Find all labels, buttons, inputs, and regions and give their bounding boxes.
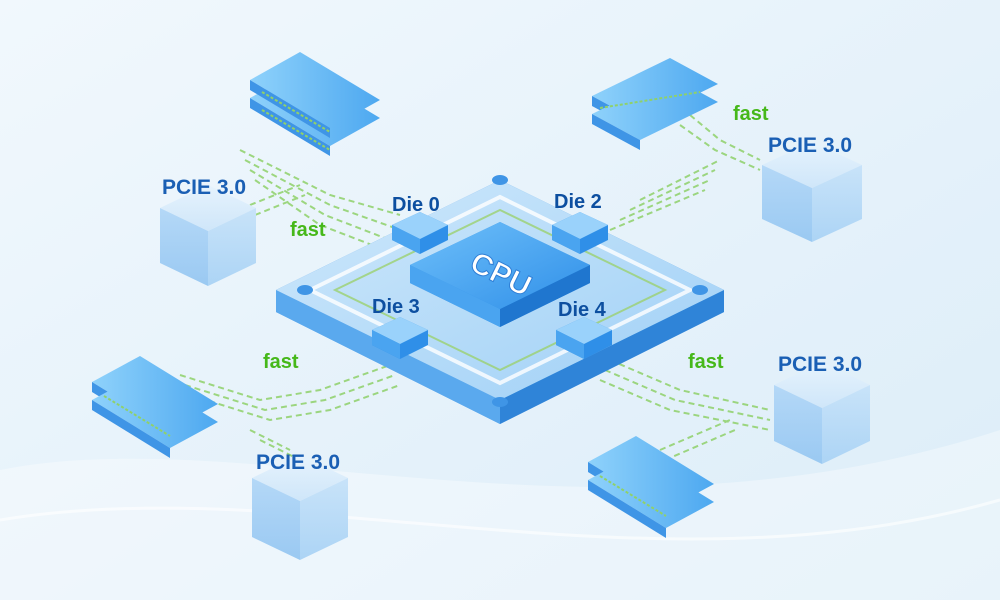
die-chip-2 xyxy=(552,212,608,254)
die-chip-0 xyxy=(392,212,448,254)
pcie-label-top-right: PCIE 3.0 xyxy=(768,134,853,157)
fast-label-top-left: fast xyxy=(290,219,326,241)
fast-label-top-right: fast xyxy=(733,103,769,125)
memory-stack-bottom-right xyxy=(588,436,714,538)
die-label-0: Die 0 xyxy=(392,194,440,216)
pcie-cube-bottom-right xyxy=(774,362,870,464)
die-label-4: Die 4 xyxy=(558,299,606,321)
fast-label-bottom-right: fast xyxy=(688,351,724,373)
cpu-chip xyxy=(410,222,590,327)
pcie-label-top-left: PCIE 3.0 xyxy=(162,176,247,199)
pcie-cube-top-right xyxy=(762,142,862,242)
die-chip-3 xyxy=(372,317,428,359)
fast-label-bottom-left: fast xyxy=(263,351,299,373)
pcie-cube-bottom-left xyxy=(252,455,348,560)
die-label-3: Die 3 xyxy=(372,296,420,318)
die-chip-4 xyxy=(556,317,612,359)
memory-stack-top-left xyxy=(250,52,380,156)
pcie-cube-top-left xyxy=(160,185,256,286)
pcie-label-bottom-right: PCIE 3.0 xyxy=(778,353,863,376)
die-label-2: Die 2 xyxy=(554,191,602,213)
memory-stack-bottom-left xyxy=(92,356,218,458)
memory-stack-top-right xyxy=(592,58,718,150)
pcie-label-bottom-left: PCIE 3.0 xyxy=(256,451,341,474)
